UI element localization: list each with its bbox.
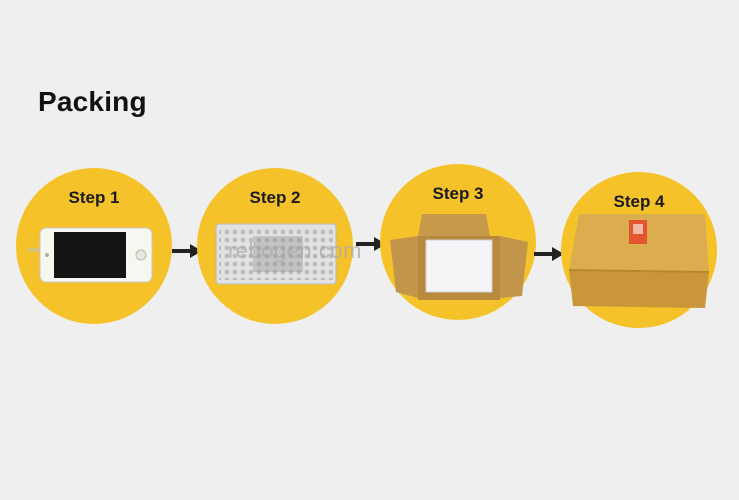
phone-lcd-screen-icon [28, 227, 153, 283]
step-4-label: Step 4 [613, 192, 665, 211]
bubble-bag-icon [215, 223, 337, 285]
step-3-circle: Step 3 [380, 164, 536, 320]
step-2-label: Step 2 [249, 188, 301, 207]
step-4-circle: Step 4 [561, 172, 717, 328]
step-1-label: Step 1 [68, 188, 120, 207]
sealed-carton-box-icon [569, 214, 710, 308]
step-2-circle: Step 2 [197, 168, 353, 324]
page-title: Packing [38, 86, 147, 117]
step-3-label: Step 3 [432, 184, 484, 203]
step-1-circle: Step 1 [16, 168, 172, 324]
open-carton-box-icon [390, 214, 528, 300]
arrow-right-icon [172, 244, 202, 258]
arrow-right-icon [534, 247, 564, 261]
watermark-text: rebogen.com [228, 238, 362, 263]
